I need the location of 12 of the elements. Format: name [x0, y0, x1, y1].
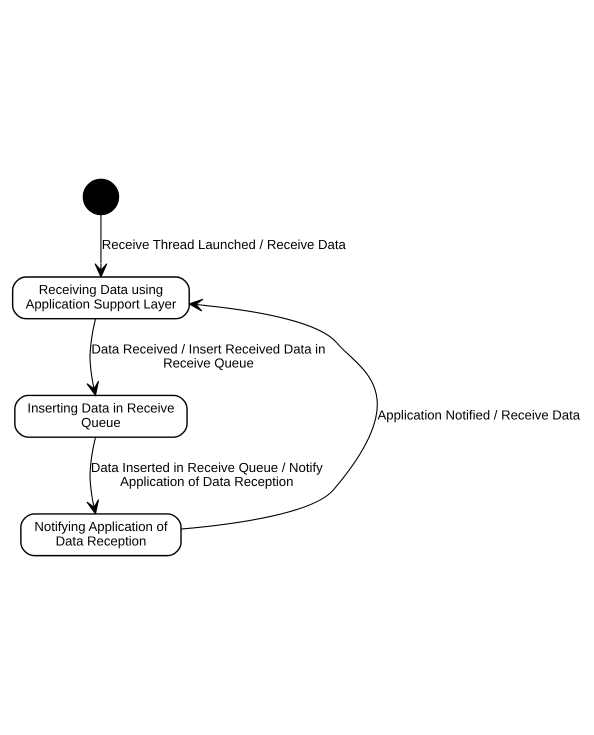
edge-label: Application Notified / Receive Data [378, 408, 580, 423]
edge-label: Data Received / Insert Received Data in Receive Queue [91, 341, 326, 371]
arrow [86, 437, 100, 514]
node-box: Receiving Data using Application Support Layer [12, 276, 190, 320]
node-box: Inserting Data in Receive Queue [14, 394, 188, 438]
edge-label: Receive Thread Launched / Receive Data [102, 237, 346, 252]
edge-label: Data Inserted in Receive Queue / Notify Application of Data Reception [90, 460, 323, 490]
node-box: Notifying Application of Data Reception [20, 513, 182, 556]
node-circle [82, 178, 120, 216]
arrow [86, 318, 100, 396]
arrow [181, 298, 378, 530]
arrow [94, 214, 108, 278]
